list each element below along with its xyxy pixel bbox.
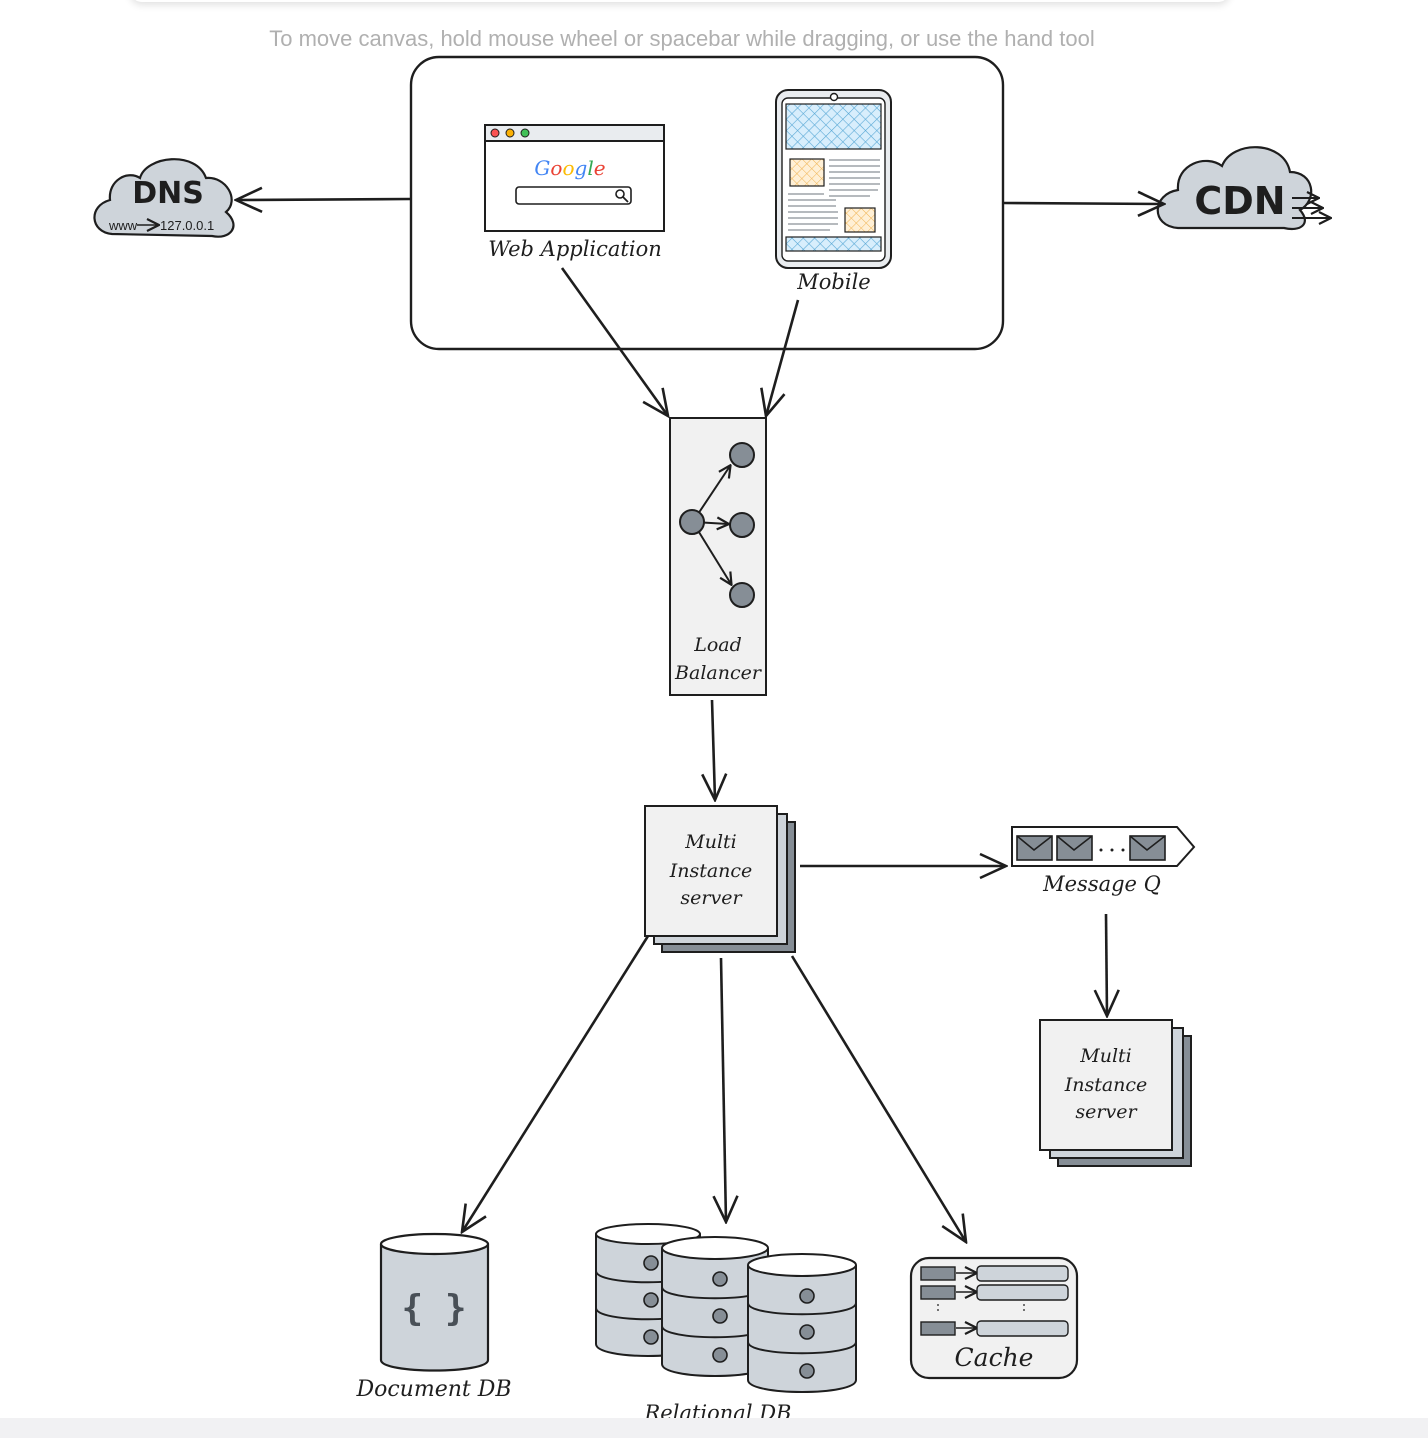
- envelope-icon: [1056, 835, 1093, 861]
- arrow-mobile-to-lb: [766, 299, 800, 416]
- web-application[interactable]: Google Web Application: [484, 124, 665, 261]
- document-db[interactable]: { } Document DB: [355, 1232, 512, 1402]
- arrow-lb-to-server: [712, 699, 715, 800]
- cache[interactable]: Cache: [909, 1256, 1079, 1380]
- dns-title: DNS: [132, 176, 204, 211]
- message-queue-label: Message Q: [1042, 872, 1161, 896]
- google-logo: Google: [534, 156, 605, 180]
- footer-bar-icon: [785, 236, 882, 252]
- window-close-icon: [490, 128, 500, 138]
- arrow-queue-to-worker: [1106, 913, 1107, 1016]
- cloud-icon: [93, 158, 235, 238]
- dns-node[interactable]: DNS www 127.0.0.1: [93, 158, 235, 238]
- key-value-rows-icon: [920, 1265, 1069, 1337]
- arrow-client-to-dns: [236, 199, 411, 200]
- envelope-icon: [1129, 835, 1166, 861]
- document-db-label: Document DB: [355, 1377, 511, 1402]
- mobile-label: Mobile: [796, 270, 870, 294]
- load-balancer-label-line1: Load: [693, 634, 742, 656]
- arrow-server-to-docdb: [462, 935, 650, 1232]
- bottom-bar: [0, 1418, 1428, 1438]
- server-worker-line3: server: [1075, 1101, 1138, 1123]
- banner-image-icon: [785, 103, 882, 150]
- delivery-arrows-icon: [1292, 198, 1330, 218]
- network-nodes-icon: [679, 442, 755, 608]
- cloud-icon: [1156, 146, 1313, 231]
- mobile-device[interactable]: Mobile: [775, 89, 892, 294]
- image-icon: [789, 158, 825, 187]
- message-queue[interactable]: Message Q: [1011, 826, 1196, 896]
- load-balancer-label-line2: Balancer: [674, 662, 763, 684]
- search-icon: [615, 189, 629, 203]
- search-input: [515, 186, 632, 205]
- server-main[interactable]: Multi Instance server: [644, 805, 796, 953]
- cache-label: Cache: [955, 1343, 1034, 1372]
- image-icon-2: [844, 207, 876, 233]
- arrow-server-to-reldb: [721, 957, 726, 1222]
- server-main-line2: Instance: [669, 860, 753, 882]
- window-minimize-icon: [505, 128, 515, 138]
- database-cylinder-icon: [747, 1253, 857, 1393]
- text-lines: [788, 159, 880, 231]
- envelope-icon: [1016, 835, 1053, 861]
- dns-mapping-from: www: [108, 218, 138, 233]
- load-balancer[interactable]: Load Balancer: [669, 417, 767, 696]
- relational-db[interactable]: Relational DB: [595, 1223, 857, 1425]
- server-worker-line2: Instance: [1064, 1074, 1148, 1096]
- arrow-web-to-lb: [560, 267, 668, 416]
- toolbar-edge: [130, 0, 1230, 2]
- phone-camera-icon: [829, 92, 839, 102]
- cdn-title: CDN: [1194, 179, 1285, 223]
- server-main-line3: server: [680, 887, 743, 909]
- cdn-node[interactable]: CDN: [1156, 146, 1330, 231]
- arrow-server-to-cache: [790, 955, 966, 1242]
- arrow-client-to-cdn: [1003, 203, 1164, 204]
- ellipsis-icon: [1099, 848, 1125, 852]
- json-braces-icon: { }: [401, 1288, 466, 1329]
- canvas-hint: To move canvas, hold mouse wheel or spac…: [269, 26, 1095, 51]
- database-cylinder-icon: [661, 1236, 769, 1377]
- server-main-line1: Multi: [684, 831, 736, 853]
- server-worker[interactable]: Multi Instance server: [1039, 1019, 1192, 1167]
- server-worker-line1: Multi: [1079, 1045, 1131, 1067]
- dns-mapping-to: 127.0.0.1: [160, 218, 214, 233]
- web-application-label: Web Application: [488, 237, 662, 261]
- window-maximize-icon: [520, 128, 530, 138]
